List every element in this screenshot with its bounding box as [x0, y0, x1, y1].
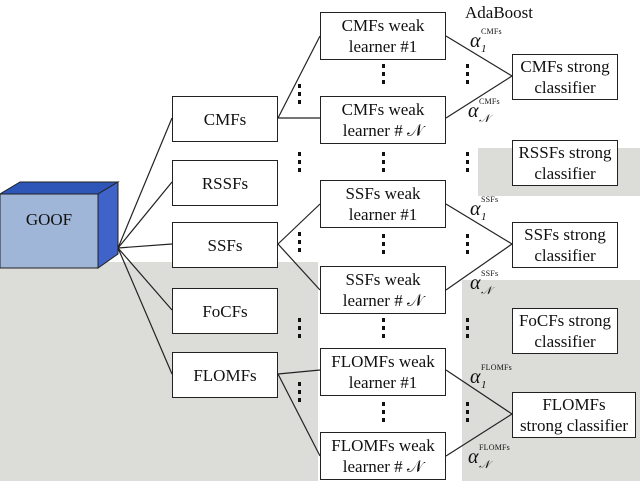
- feature-box-flomfs: FLOMFs: [172, 352, 278, 398]
- ellipsis-ssfs-right: [466, 234, 469, 254]
- ellipsis-rssfs-left: [298, 152, 301, 172]
- strong-classifier-focfs: FoCFs strong classifier: [512, 308, 618, 354]
- feature-box-rssfs: RSSFs: [172, 160, 278, 206]
- cube-side-face: [97, 181, 119, 269]
- ellipsis-flomfs-left: [298, 382, 301, 402]
- strong-classifier-flomfs: FLOMFs strong classifier: [512, 392, 636, 438]
- ellipsis-focfs-left: [298, 318, 301, 338]
- ellipsis-cmfs-mid: [382, 64, 385, 84]
- ellipsis-ssfs-mid: [382, 234, 385, 254]
- weak-learner-flomfs-first: FLOMFs weak learner #1: [320, 348, 446, 396]
- ellipsis-rssfs-right: [466, 152, 469, 172]
- cube-front-face: [0, 193, 99, 269]
- ellipsis-cmfs-right: [466, 64, 469, 84]
- strong-classifier-ssfs: SSFs strong classifier: [512, 222, 618, 268]
- ellipsis-focfs-right: [466, 318, 469, 338]
- weak-learner-cmfs-first: CMFs weak learner #1: [320, 12, 446, 60]
- ellipsis-flomfs-mid: [382, 402, 385, 422]
- adaboost-label: AdaBoost: [465, 3, 533, 22]
- weak-learner-ssfs-first: SSFs weak learner #1: [320, 180, 446, 228]
- weak-learner-flomfs-last: FLOMFs weak learner # 𝒩: [320, 432, 446, 480]
- feature-box-ssfs: SSFs: [172, 222, 278, 268]
- feature-box-focfs: FoCFs: [172, 288, 278, 334]
- weak-learner-cmfs-last: CMFs weak learner # 𝒩: [320, 96, 446, 144]
- ellipsis-ssfs-left: [298, 232, 301, 252]
- ellipsis-cmfs-left: [298, 84, 301, 104]
- feature-box-cmfs: CMFs: [172, 96, 278, 142]
- goof-label: GOOF: [25, 209, 73, 229]
- ellipsis-focfs-mid: [382, 318, 385, 338]
- ellipsis-flomfs-right: [466, 402, 469, 422]
- weak-learner-ssfs-last: SSFs weak learner # 𝒩: [320, 266, 446, 314]
- ellipsis-rssfs-mid: [382, 152, 385, 172]
- strong-classifier-cmfs: CMFs strong classifier: [512, 54, 618, 100]
- strong-classifier-rssfs: RSSFs strong classifier: [512, 140, 618, 186]
